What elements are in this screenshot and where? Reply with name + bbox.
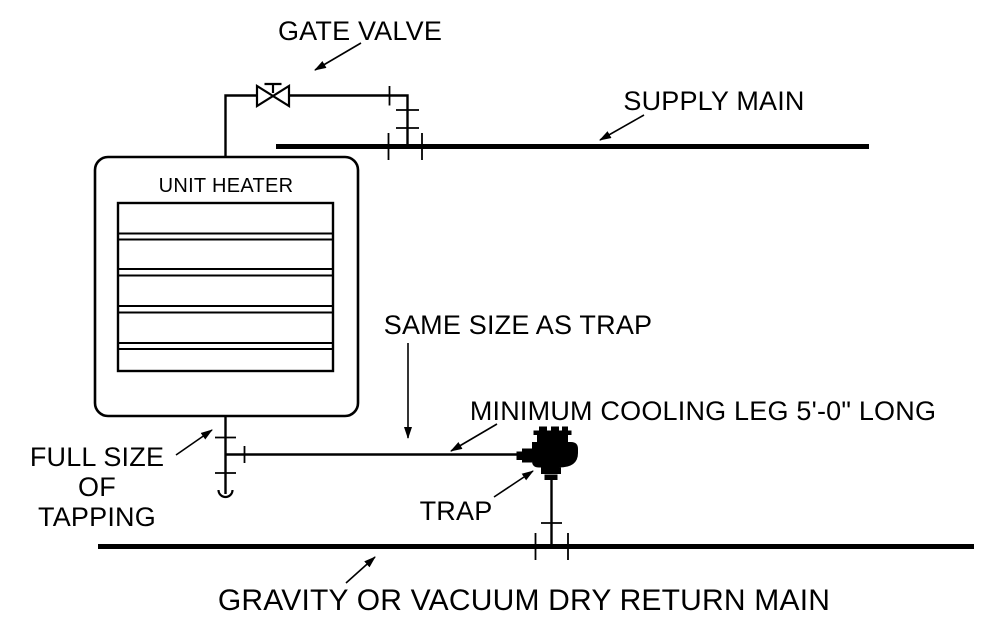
return-main-leader-arrow bbox=[345, 556, 376, 584]
full-size-tapping-leader-arrow bbox=[175, 429, 213, 456]
minimum-cooling-leg-label: MINIMUM COOLING LEG 5'-0" LONG bbox=[470, 396, 936, 426]
return-main-label: GRAVITY OR VACUUM DRY RETURN MAIN bbox=[218, 584, 830, 617]
cooling-leg-leader-arrow bbox=[450, 423, 498, 452]
supply-main-label: SUPPLY MAIN bbox=[623, 86, 804, 116]
louver-panel-icon bbox=[116, 201, 335, 373]
full-size-of-tapping-label-line2: OF bbox=[78, 472, 116, 502]
drip-leg-open-end-icon bbox=[217, 489, 234, 499]
trap-leader-arrow bbox=[493, 470, 534, 498]
supply-main-leader-arrow bbox=[599, 114, 645, 141]
same-size-as-trap-label: SAME SIZE AS TRAP bbox=[384, 310, 652, 340]
gate-valve-leader-arrow bbox=[314, 42, 362, 71]
leader-arrows bbox=[175, 42, 645, 584]
unit-heater-label: UNIT HEATER bbox=[159, 175, 294, 197]
gate-valve-label: GATE VALVE bbox=[278, 16, 442, 46]
union-fittings bbox=[215, 86, 569, 560]
heater-supply-riser-pipe bbox=[224, 94, 257, 158]
unit-heater-box: UNIT HEATER bbox=[93, 155, 360, 418]
full-size-of-tapping-label-line3: TAPPING bbox=[38, 502, 156, 532]
unit-heater-outline bbox=[93, 155, 360, 418]
trap-label: TRAP bbox=[420, 496, 493, 526]
labels: GATE VALVE SUPPLY MAIN SAME SIZE AS TRAP… bbox=[30, 16, 936, 617]
full-size-of-tapping-label-line1: FULL SIZE bbox=[30, 442, 164, 472]
gate-valve-icon bbox=[255, 82, 291, 108]
steam-trap-icon bbox=[516, 426, 578, 480]
